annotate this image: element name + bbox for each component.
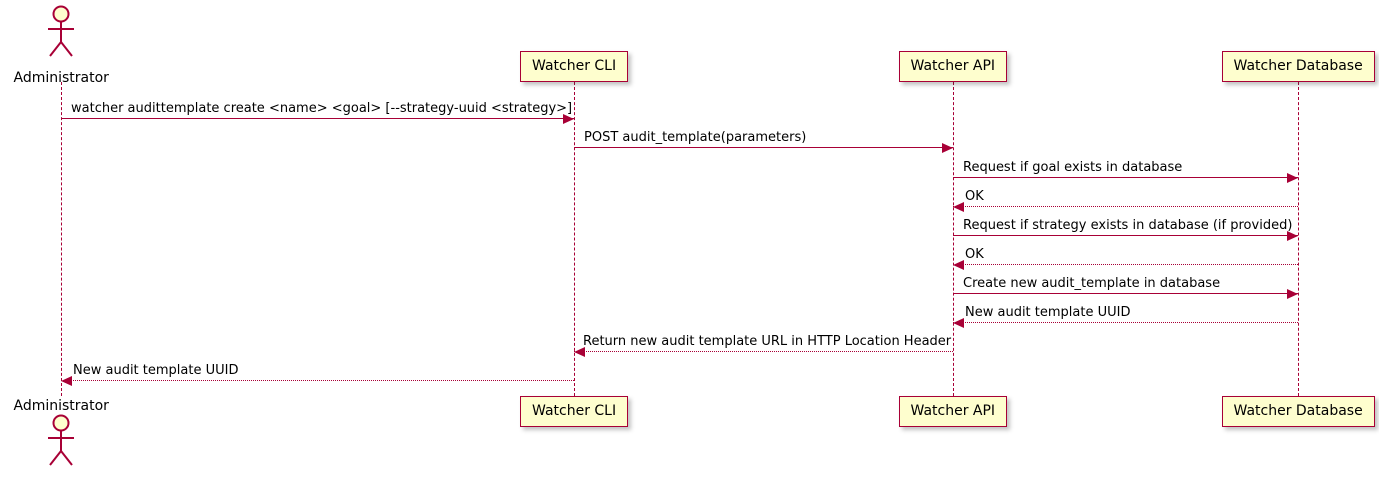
message-arrowhead-10 (61, 376, 72, 386)
message-line-1 (61, 118, 574, 119)
message-arrowhead-4 (953, 202, 964, 212)
lifeline-watcher-db (1298, 82, 1299, 396)
message-arrowhead-7 (1287, 289, 1298, 299)
participant-watcher-api-bottom[interactable]: Watcher API (898, 396, 1008, 427)
message-label-1: watcher audittemplate create <name> <goa… (71, 101, 573, 116)
message-arrowhead-3 (1287, 173, 1298, 183)
message-line-4 (953, 206, 1298, 207)
message-arrowhead-1 (563, 114, 574, 124)
actor-figure-icon (48, 5, 74, 57)
lifeline-watcher-api (953, 82, 954, 396)
message-arrowhead-5 (1287, 231, 1298, 241)
message-line-2 (574, 147, 953, 148)
message-line-10 (61, 380, 574, 381)
message-label-4: OK (965, 189, 984, 204)
participant-label: Watcher API (910, 58, 996, 74)
actor-label-administrator-top: Administrator (13, 70, 109, 86)
message-line-7 (953, 293, 1298, 294)
actor-figure-icon (48, 414, 74, 466)
message-label-2: POST audit_template(parameters) (584, 130, 807, 145)
message-line-8 (953, 322, 1298, 323)
participant-label: Watcher Database (1233, 403, 1363, 419)
message-line-6 (953, 264, 1298, 265)
participant-label: Watcher CLI (532, 403, 617, 419)
participant-watcher-cli-bottom[interactable]: Watcher CLI (520, 396, 629, 427)
actor-label-administrator-bottom: Administrator (13, 398, 109, 414)
message-arrowhead-8 (953, 318, 964, 328)
message-label-7: Create new audit_template in database (963, 276, 1221, 291)
lifeline-watcher-cli (574, 82, 575, 396)
lifeline-administrator (61, 82, 62, 396)
message-label-8: New audit template UUID (965, 305, 1131, 320)
message-arrowhead-6 (953, 260, 964, 270)
participant-watcher-db-bottom[interactable]: Watcher Database (1221, 396, 1375, 427)
message-arrowhead-2 (942, 143, 953, 153)
message-line-3 (953, 177, 1298, 178)
participant-watcher-api-top[interactable]: Watcher API (898, 51, 1008, 82)
message-line-9 (574, 351, 953, 352)
actor-administrator-top (41, 4, 81, 64)
actor-administrator-bottom (41, 413, 81, 473)
participant-watcher-cli-top[interactable]: Watcher CLI (520, 51, 629, 82)
message-label-3: Request if goal exists in database (963, 160, 1183, 175)
message-label-9: Return new audit template URL in HTTP Lo… (583, 334, 952, 349)
participant-label: Watcher Database (1233, 58, 1363, 74)
message-label-6: OK (965, 247, 984, 262)
participant-label: Watcher CLI (532, 58, 617, 74)
message-arrowhead-9 (574, 347, 585, 357)
message-label-5: Request if strategy exists in database (… (963, 218, 1293, 233)
participant-watcher-db-top[interactable]: Watcher Database (1221, 51, 1375, 82)
message-line-5 (953, 235, 1298, 236)
participant-label: Watcher API (910, 403, 996, 419)
message-label-10: New audit template UUID (73, 363, 239, 378)
